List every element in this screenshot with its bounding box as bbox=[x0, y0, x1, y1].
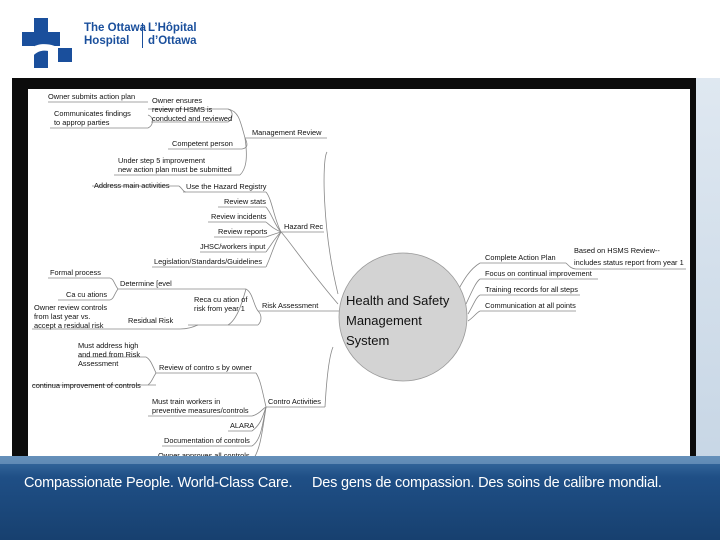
node-owner-ensures-1: Owner ensures bbox=[152, 96, 202, 105]
node-jhsc: JHSC/workers input bbox=[200, 242, 265, 251]
node-residual-risk: Residual Risk bbox=[128, 316, 173, 325]
node-review-incidents: Review incidents bbox=[211, 212, 267, 221]
node-owner-ensures-3: conducted and reviewed bbox=[152, 114, 232, 123]
node-review-controls-owner: Review of contro s by owner bbox=[159, 363, 252, 372]
header: The Ottawa Hospital L’Hôpital d’Ottawa bbox=[0, 0, 720, 78]
node-communication: Communication at all points bbox=[485, 301, 576, 310]
node-formal-process: Formal process bbox=[50, 268, 101, 277]
node-risk-assessment: Risk Assessment bbox=[262, 301, 318, 310]
node-must-address-2: and med from Risk bbox=[78, 350, 140, 359]
connector-lines bbox=[32, 101, 686, 462]
node-documentation: Documentation of controls bbox=[164, 436, 250, 445]
node-based-on-1: Based on HSMS Review-- bbox=[574, 246, 660, 255]
node-determine-level: Determine [evel bbox=[120, 279, 172, 288]
node-recalc-2: risk from year 1 bbox=[194, 304, 245, 313]
node-recalc-1: Reca cu ation of bbox=[194, 295, 248, 304]
node-training: Training records for all steps bbox=[485, 285, 578, 294]
tagline-fr: Des gens de compassion. Des soins de cal… bbox=[312, 475, 662, 491]
node-legislation: Legislation/Standards/Guidelines bbox=[154, 257, 262, 266]
node-must-train-1: Must train workers in bbox=[152, 397, 220, 406]
central-node-line1: Health and Safety bbox=[346, 293, 450, 308]
node-communicates-1: Communicates findings bbox=[54, 109, 131, 118]
node-hazard-rec: Hazard Rec bbox=[284, 222, 323, 231]
node-complete-plan: Complete Action Plan bbox=[485, 253, 556, 262]
node-must-address-1: Must address high bbox=[78, 341, 138, 350]
org-name-fr-line1: L’Hôpital bbox=[148, 22, 197, 34]
node-owner-review-1: Owner review controls bbox=[34, 303, 107, 312]
node-calculations: Ca cu ations bbox=[66, 290, 107, 299]
mind-map-diagram: Health and Safety Management System Mana… bbox=[28, 89, 690, 467]
node-review-reports: Review reports bbox=[218, 227, 268, 236]
tagline-en: Compassionate People. World-Class Care. bbox=[24, 475, 293, 491]
node-owner-ensures-2: review of HSMS is bbox=[152, 105, 213, 114]
mind-map-svg: Health and Safety Management System Mana… bbox=[32, 92, 686, 462]
node-address-main: Address main activities bbox=[94, 181, 170, 190]
node-owner-approves: Owner approves all controls bbox=[158, 451, 250, 460]
org-name-fr-line2: d’Ottawa bbox=[148, 35, 197, 47]
node-control-activities: Contro Activities bbox=[268, 397, 321, 406]
node-must-address-3: Assessment bbox=[78, 359, 118, 368]
org-name-en-line1: The Ottawa bbox=[84, 22, 146, 34]
node-based-on-2: includes status report from year 1 bbox=[574, 258, 684, 267]
node-alara: ALARA bbox=[230, 421, 254, 430]
node-competent-person: Competent person bbox=[172, 139, 233, 148]
footer-band bbox=[0, 456, 720, 464]
node-management-review: Management Review bbox=[252, 128, 322, 137]
node-focus: Focus on continual improvement bbox=[485, 269, 592, 278]
logo-divider bbox=[142, 23, 143, 48]
node-must-train-2: preventive measures/controls bbox=[152, 406, 249, 415]
node-owner-review-2: from last year vs. bbox=[34, 312, 90, 321]
org-name-en-line2: Hospital bbox=[84, 35, 130, 47]
node-use-registry: Use the Hazard Registry bbox=[186, 182, 267, 191]
node-owner-submits: Owner submits action plan bbox=[48, 92, 135, 101]
node-continual-improvement: continua improvement of controls bbox=[32, 381, 141, 390]
central-node-line3: System bbox=[346, 333, 389, 348]
node-review-stats: Review stats bbox=[224, 197, 266, 206]
hospital-cross-logo-icon bbox=[22, 18, 72, 68]
footer: Compassionate People. World-Class Care. … bbox=[0, 456, 720, 540]
node-understep-1: Under step 5 improvement bbox=[118, 156, 205, 165]
node-communicates-2: to approp parties bbox=[54, 118, 110, 127]
node-understep-2: new action plan must be submitted bbox=[118, 165, 232, 174]
central-node bbox=[338, 252, 468, 382]
node-owner-review-3: accept a residual risk bbox=[34, 321, 104, 330]
central-node-line2: Management bbox=[346, 313, 422, 328]
